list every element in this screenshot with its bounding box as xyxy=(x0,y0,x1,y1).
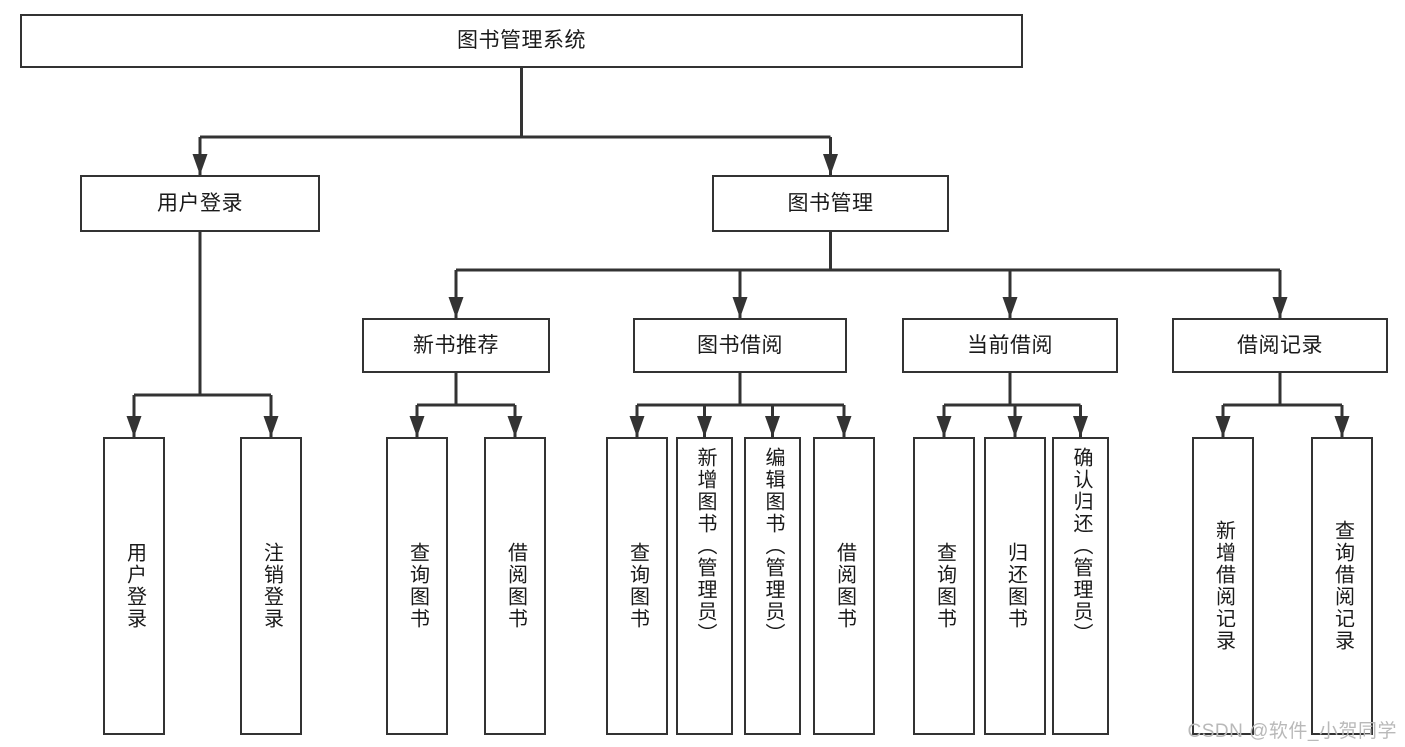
node-label-leaf-add-book: 新增图书（管理员） xyxy=(694,447,716,645)
node-leaf-add-borrow-record[interactable]: 新增借阅记录 xyxy=(1192,437,1254,735)
node-book-borrow[interactable]: 图书借阅 xyxy=(633,318,847,373)
node-label-leaf-borrow-book-recommend: 借阅图书 xyxy=(504,542,527,630)
arrowhead-book-management xyxy=(823,154,838,175)
node-label-user-login: 用户登录 xyxy=(157,191,243,215)
node-label-leaf-logout: 注销登录 xyxy=(260,542,283,630)
node-leaf-query-book-recommend[interactable]: 查询图书 xyxy=(386,437,448,735)
node-label-book-management: 图书管理 xyxy=(787,191,874,215)
node-label-leaf-add-borrow-record: 新增借阅记录 xyxy=(1212,520,1235,652)
node-leaf-add-book[interactable]: 新增图书（管理员） xyxy=(676,437,733,735)
node-label-current-borrow: 当前借阅 xyxy=(967,333,1053,357)
arrowhead-leaf-user-login xyxy=(126,416,142,437)
node-label-borrow-record: 借阅记录 xyxy=(1237,333,1323,357)
arrowhead-leaf-query-book-current xyxy=(936,416,952,437)
arrowhead-leaf-add-borrow-record xyxy=(1215,416,1231,437)
arrowhead-borrow-record xyxy=(1272,297,1288,318)
node-leaf-query-book-current[interactable]: 查询图书 xyxy=(913,437,975,735)
watermark-label: CSDN @软件_小贺同学 xyxy=(1187,721,1397,742)
node-book-management[interactable]: 图书管理 xyxy=(712,175,949,232)
arrowhead-book-borrow xyxy=(732,297,748,318)
node-leaf-borrow-book[interactable]: 借阅图书 xyxy=(813,437,875,735)
arrowhead-leaf-logout xyxy=(263,416,279,437)
node-new-book-recommend[interactable]: 新书推荐 xyxy=(362,318,550,373)
node-borrow-record[interactable]: 借阅记录 xyxy=(1172,318,1388,373)
node-label-leaf-borrow-book: 借阅图书 xyxy=(833,542,856,630)
arrowhead-leaf-return-book xyxy=(1007,416,1023,437)
arrowhead-leaf-query-book-recommend xyxy=(409,416,425,437)
node-label-leaf-query-book-borrow: 查询图书 xyxy=(626,542,649,630)
node-root[interactable]: 图书管理系统 xyxy=(20,14,1023,68)
node-label-leaf-edit-book: 编辑图书（管理员） xyxy=(762,447,784,645)
node-leaf-edit-book[interactable]: 编辑图书（管理员） xyxy=(744,437,801,735)
node-leaf-borrow-book-recommend[interactable]: 借阅图书 xyxy=(484,437,546,735)
arrowhead-leaf-query-book-borrow xyxy=(629,416,645,437)
node-leaf-query-borrow-record[interactable]: 查询借阅记录 xyxy=(1311,437,1373,735)
node-leaf-return-book[interactable]: 归还图书 xyxy=(984,437,1046,735)
arrowhead-leaf-borrow-book-recommend xyxy=(507,416,523,437)
arrowhead-user-login xyxy=(192,154,208,175)
node-label-leaf-query-book-current: 查询图书 xyxy=(933,542,956,630)
arrowhead-leaf-confirm-return xyxy=(1073,416,1088,437)
arrowhead-leaf-borrow-book xyxy=(836,416,852,437)
arrowhead-current-borrow xyxy=(1002,297,1018,318)
node-label-leaf-confirm-return: 确认归还（管理员） xyxy=(1070,447,1092,645)
node-label-leaf-query-borrow-record: 查询借阅记录 xyxy=(1331,520,1354,652)
arrowhead-leaf-query-borrow-record xyxy=(1334,416,1350,437)
node-label-book-borrow: 图书借阅 xyxy=(697,333,783,357)
arrowhead-leaf-edit-book xyxy=(765,416,780,437)
node-label-root: 图书管理系统 xyxy=(457,29,586,53)
node-leaf-confirm-return[interactable]: 确认归还（管理员） xyxy=(1052,437,1109,735)
node-label-leaf-query-book-recommend: 查询图书 xyxy=(406,542,429,630)
node-label-leaf-return-book: 归还图书 xyxy=(1004,542,1027,630)
node-label-new-book-recommend: 新书推荐 xyxy=(413,333,499,357)
node-leaf-query-book-borrow[interactable]: 查询图书 xyxy=(606,437,668,735)
node-user-login[interactable]: 用户登录 xyxy=(80,175,320,232)
node-current-borrow[interactable]: 当前借阅 xyxy=(902,318,1118,373)
arrowhead-leaf-add-book xyxy=(697,416,712,437)
node-label-leaf-user-login: 用户登录 xyxy=(123,542,146,630)
arrowhead-new-book-recommend xyxy=(448,297,464,318)
node-leaf-logout[interactable]: 注销登录 xyxy=(240,437,302,735)
node-leaf-user-login[interactable]: 用户登录 xyxy=(103,437,165,735)
